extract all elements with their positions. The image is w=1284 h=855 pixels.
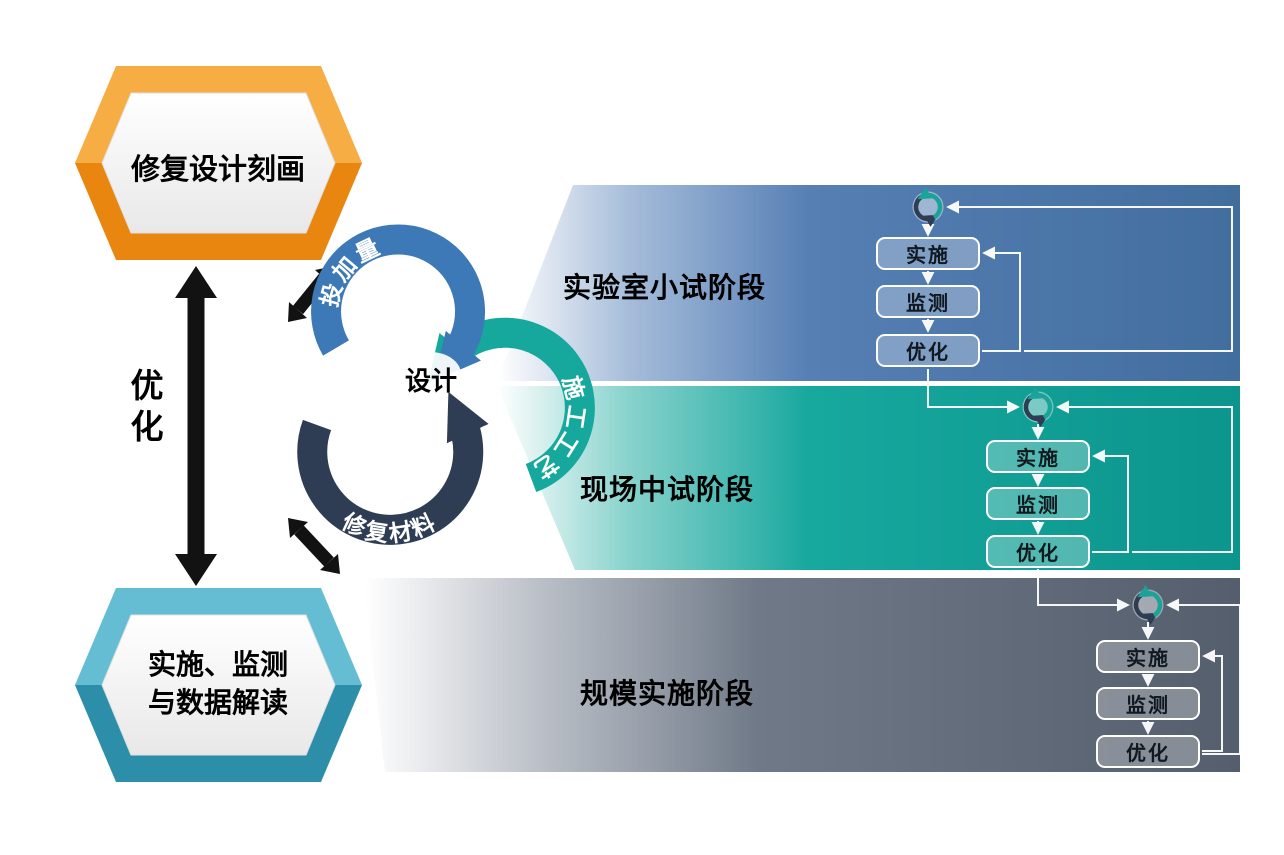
lab-stage-band — [497, 185, 1240, 381]
stage2-to-stage3-line — [1037, 569, 1130, 612]
cycle-icon — [1133, 590, 1164, 621]
design-box-hexagon — [75, 66, 362, 260]
stage-label-pilot: 现场中试阶段 — [580, 474, 755, 505]
cycle-to-implementation-arrow — [288, 518, 340, 574]
optimize-double-arrow — [175, 266, 217, 586]
inner-feedback-loop-2 — [1092, 449, 1129, 553]
cycle-icon — [1023, 392, 1054, 423]
cycle-center-background — [399, 352, 461, 396]
design-box-label: 修复设计刻画 — [130, 154, 305, 186]
step-box-monitor-1: 监测 — [876, 285, 980, 318]
step-box-optimize-3: 优化 — [1096, 735, 1200, 768]
cycle-center-label: 设计 — [404, 366, 457, 396]
step-box-monitor-3: 监测 — [1096, 687, 1200, 720]
stage1-to-stage2-line — [927, 369, 1020, 414]
implementation-box-label-line2: 与数据解读 — [147, 687, 288, 718]
pilot-stage-band — [497, 386, 1240, 570]
step-box-implement-1: 实施 — [876, 237, 980, 270]
outer-feedback-loop-1 — [946, 200, 1233, 352]
feedback-loop-lines — [921, 200, 1241, 755]
stage-label-lab: 实验室小试阶段 — [563, 272, 767, 303]
stage-label-scale: 规模实施阶段 — [580, 678, 755, 709]
implementation-box-hexagon — [75, 588, 362, 782]
step-box-optimize-2: 优化 — [986, 535, 1090, 568]
cycle-ring-dosage — [311, 224, 486, 381]
implementation-box-label-line1: 实施、监测 — [147, 649, 288, 680]
scale-stage-band — [363, 578, 1240, 772]
cycle-ring-material — [297, 391, 489, 545]
inner-feedback-loop-3 — [1202, 649, 1223, 752]
cycle-icon — [913, 192, 944, 223]
step-box-implement-2: 实施 — [986, 440, 1090, 473]
step-box-implement-3: 实施 — [1096, 640, 1200, 673]
step-box-optimize-1: 优化 — [876, 334, 980, 367]
ring-label-material: 修复材料 — [337, 508, 441, 547]
step-box-monitor-2: 监测 — [986, 487, 1090, 520]
optimize-arrow-label: 优化 — [126, 368, 163, 450]
outer-feedback-loop-3 — [1166, 598, 1241, 755]
outer-feedback-loop-2 — [1056, 400, 1233, 553]
inner-feedback-loop-1 — [982, 246, 1021, 352]
